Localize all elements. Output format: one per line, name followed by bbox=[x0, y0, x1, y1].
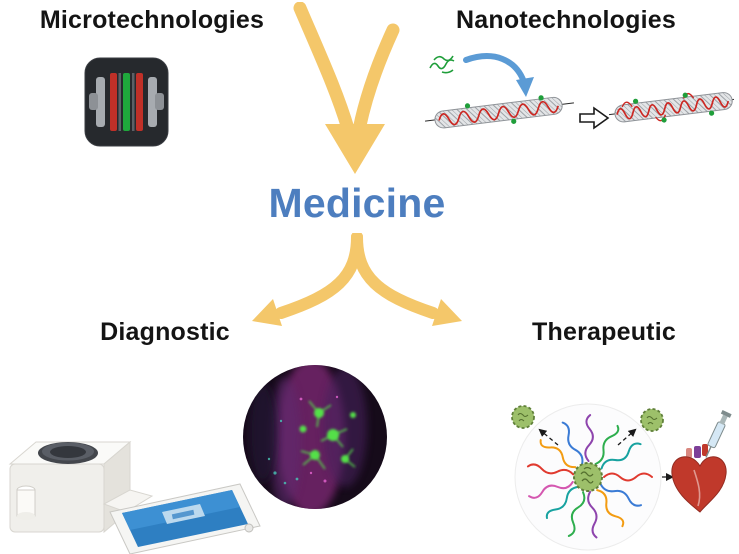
nanotube-1 bbox=[424, 95, 574, 129]
branching-arrows-icon bbox=[252, 233, 462, 326]
label-nanotechnologies: Nanotechnologies bbox=[456, 6, 676, 34]
micelle-released-right bbox=[640, 408, 664, 432]
fluorescence-microscopy-image bbox=[243, 365, 387, 509]
polymer-micelle-therapy-illustration bbox=[511, 403, 732, 551]
microfluidic-chip-icon bbox=[84, 57, 169, 147]
nanotube-2 bbox=[608, 92, 734, 123]
release-arrows bbox=[538, 428, 674, 481]
syringe-icon bbox=[705, 410, 732, 458]
label-microtechnologies: Microtechnologies bbox=[39, 6, 265, 34]
polymer-strands bbox=[526, 414, 653, 539]
transform-arrow-icon bbox=[579, 106, 610, 130]
micelle-center bbox=[573, 462, 603, 492]
micelle-released-left bbox=[511, 405, 535, 429]
attach-arrow-icon bbox=[463, 53, 534, 97]
label-diagnostic: Diagnostic bbox=[100, 318, 230, 346]
nanotube-functionalization-illustration bbox=[424, 53, 734, 130]
label-therapeutic: Therapeutic bbox=[532, 318, 676, 346]
home-button-icon bbox=[244, 523, 254, 533]
heart-icon bbox=[671, 444, 727, 513]
converging-arrows-icon bbox=[293, 2, 400, 174]
smartphone-diagnostic-device-illustration bbox=[8, 440, 261, 554]
ligand-molecule-icon bbox=[429, 55, 455, 74]
label-medicine: Medicine bbox=[268, 180, 446, 226]
